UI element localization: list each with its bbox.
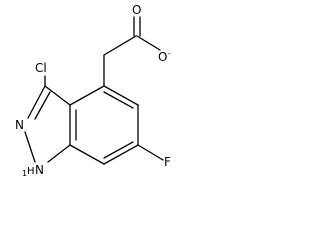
atom-label-chlorine: Cl [35, 61, 47, 75]
bond-c3-n2-inner [34, 91, 51, 120]
atom-label-nh-nitrogen: N [35, 163, 44, 177]
bond-c-o-single [136, 35, 161, 51]
bond-c4-c5 [103, 85, 139, 106]
bond-c3a-c3 [44, 85, 71, 106]
bond-n2-n1 [24, 131, 36, 163]
atom-label-carbonyl-oxygen: O [132, 3, 141, 17]
charge-label-anion: - [168, 49, 171, 58]
atom-label-fluorine: F [164, 155, 171, 169]
label-layer: Cl O O - N H 1 N F [15, 3, 171, 178]
atom-label-nh-count: 1 [22, 169, 27, 178]
bond-ch2-c [103, 35, 137, 56]
atom-label-pyrazole-nitrogen: N [15, 118, 24, 132]
atom-label-nh-hydrogen: H [27, 166, 35, 177]
bond-c3a-c4 [69, 85, 105, 106]
structure-diagram: Cl O O - N H 1 N F [15, 3, 171, 178]
bond-c7-c7a [69, 144, 105, 165]
bond-c4-c5-inner [103, 91, 134, 109]
bond-c6-f [137, 144, 164, 161]
bond-c6-c7 [103, 144, 139, 165]
bond-c3-n2-outer [27, 85, 46, 119]
bond-layer [24, 16, 164, 165]
atom-label-anion-oxygen: O [158, 50, 167, 64]
bond-n1-c7a [47, 144, 71, 163]
bond-c6-c7-inner [103, 141, 134, 159]
